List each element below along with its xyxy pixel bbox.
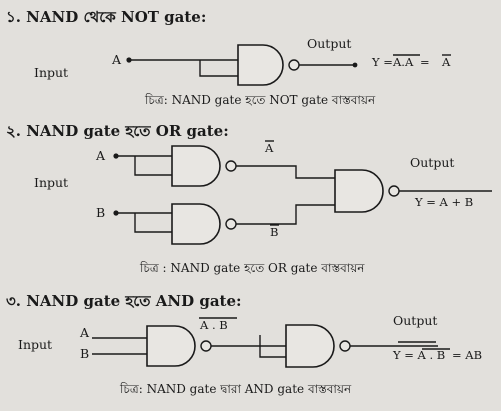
svg-text:A.A: A.A [392, 55, 414, 69]
section2-input-label: Input [34, 175, 68, 190]
section1-nand-gate [237, 44, 284, 86]
section2-nand-gate-a [171, 145, 221, 187]
section2-input-a-label: A [95, 148, 106, 163]
section2-expression: Y = A + B [414, 195, 473, 209]
section1-expression: Y = A.A = A [371, 54, 451, 69]
svg-text:Y =: Y = [371, 55, 393, 69]
section2-circuit [113, 145, 492, 245]
section1-nand-bubble [288, 59, 300, 71]
section3-input-label: Input [18, 337, 52, 352]
svg-text:Y = A . B: Y = A . B [392, 348, 445, 362]
section3-input-a-label: A [79, 325, 90, 340]
section2-input-b-label: B [96, 205, 105, 220]
section1-input-a-label: A [111, 52, 122, 67]
section1-caption: চিত্র: NAND gate হতে NOT gate বাস্তবায়ন [144, 93, 376, 107]
section3-caption: চিত্র: NAND gate দ্বারা AND gate বাস্তবা… [119, 382, 352, 396]
section3-output-label: Output [393, 313, 437, 328]
section3-nand-gate-1 [146, 325, 196, 367]
section2-output-label: Output [410, 155, 454, 170]
section2-caption: চিত্র : NAND gate হতে OR gate বাস্তবায়ন [139, 261, 365, 275]
section3-circuit [92, 324, 438, 368]
section3-input-b-label: B [80, 346, 89, 361]
section1-circuit [126, 44, 358, 86]
svg-text:A: A [441, 55, 451, 69]
section1-input-label: Input [34, 65, 68, 80]
section1-heading: ১. NAND থেকে NOT gate: [6, 8, 206, 26]
section3-heading: ৩. NAND gate হতে AND gate: [6, 292, 242, 310]
section2-heading: ২. NAND gate হতে OR gate: [6, 122, 229, 140]
section3-nand-gate-2 [285, 324, 335, 368]
section2-nand-gate-out [334, 169, 384, 213]
svg-text:= AB: = AB [452, 348, 482, 362]
svg-text:=: = [420, 55, 430, 69]
section3-expression: Y = A . B = AB [392, 348, 482, 362]
svg-text:A . B: A . B [199, 318, 228, 332]
section2-nand-gate-b [171, 203, 221, 245]
section3-mid-label: A . B [199, 317, 237, 332]
section2-bbar-label: B [270, 224, 279, 239]
section2-abar-label: A [264, 140, 274, 155]
section1-output-label: Output [307, 36, 351, 51]
svg-text:B: B [270, 225, 278, 239]
svg-text:A: A [264, 141, 274, 155]
